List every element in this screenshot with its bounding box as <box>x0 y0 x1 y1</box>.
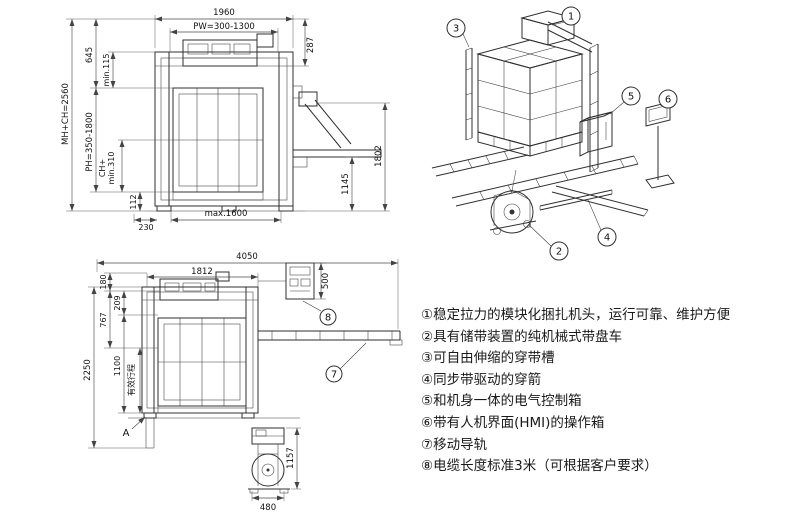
dim-detail-1157: 1157 <box>286 447 296 469</box>
dim-arm-height: 1145 <box>341 173 351 195</box>
legend-list: ①稳定拉力的模块化捆扎机头，运行可靠、维护方便 ②具有储带装置的纯机械式带盘车 … <box>421 305 793 478</box>
callout-4: 4 <box>587 199 617 247</box>
callout-4-circle <box>597 227 617 247</box>
callout-3-circle <box>446 18 466 38</box>
callout-8: 8 <box>302 300 337 326</box>
dim-head-height: 287 <box>306 37 316 53</box>
dim-box-500: 500 <box>321 273 331 289</box>
dim-mid-767: 767 <box>99 312 108 327</box>
callout-5-number: 5 <box>628 92 634 103</box>
detail-a-label: A <box>123 416 146 439</box>
callout-3-number: 3 <box>453 24 459 35</box>
dim-ch-plus: CH+ <box>98 159 107 177</box>
callout-5: 5 <box>609 86 641 115</box>
iso-frame-and-head <box>465 10 599 173</box>
dim-base-112: 112 <box>129 194 138 209</box>
callout-2: 2 <box>528 224 569 261</box>
side-view-machine-drawing <box>128 262 403 449</box>
callout-7-circle <box>325 365 343 383</box>
dim-overall-length: 4050 <box>236 252 258 262</box>
front-view: 1960 PW=300-1300 287 MH+CH=2560 645 min.… <box>61 8 390 232</box>
legend-item-3: ③可自由伸缩的穿带槽 <box>421 350 555 367</box>
front-view-dimensions: 1960 PW=300-1300 287 MH+CH=2560 645 min.… <box>61 8 390 232</box>
callout-6: 6 <box>658 89 678 109</box>
dim-base-230: 230 <box>138 223 153 232</box>
legend-item-5: ⑤和机身一体的电气控制箱 <box>421 393 582 410</box>
iso-electric-cabinet <box>579 111 613 157</box>
dim-pack-height: PH=350-1800 <box>85 112 95 172</box>
dim-top-180: 180 <box>99 274 108 289</box>
iso-hmi-panel <box>645 101 675 189</box>
dim-pallet-width: PW=300-1300 <box>193 22 255 32</box>
callout-6-number: 6 <box>665 95 671 106</box>
dim-min-310: min.310 <box>107 152 116 185</box>
dim-detail-480: 480 <box>260 503 276 513</box>
callout-8-circle <box>319 308 337 326</box>
legend-item-2: ②具有储带装置的纯机械式带盘车 <box>421 328 623 345</box>
callout-4-number: 4 <box>604 233 610 244</box>
dim-total-height: MH+CH=2560 <box>61 83 71 145</box>
legend-item-6: ⑥带有人机界面(HMI)的操作箱 <box>421 414 605 431</box>
callout-5-circle <box>621 86 641 106</box>
callout-2-circle <box>549 241 569 261</box>
legend-item-8: ⑧电缆长度标准3米（可根据客户要求） <box>421 458 658 475</box>
dim-top-209: 209 <box>113 295 122 310</box>
callout-6-circle <box>658 89 678 109</box>
legend-item-4: ④同步带驱动的穿箭 <box>421 371 542 388</box>
detail-a-text: A <box>123 428 130 439</box>
dim-min-top-clearance: min.115 <box>102 54 111 87</box>
dim-chute-height: 1802 <box>374 145 384 167</box>
dim-max-base-width: max.1600 <box>205 209 248 219</box>
legend-item-7: ⑦移动导轨 <box>421 436 488 453</box>
callout-8-number: 8 <box>325 313 331 324</box>
dim-total-2250: 2250 <box>83 359 93 381</box>
dim-effective-stroke: 有效行程 <box>126 364 136 396</box>
callout-1-circle <box>561 6 581 26</box>
iso-load-stack <box>476 39 584 157</box>
dim-mid-1100: 1100 <box>113 356 122 376</box>
isometric-view: 1 3 5 6 4 2 <box>431 6 678 261</box>
dim-frame-length: 1812 <box>191 267 213 277</box>
side-view-dispenser-detail: 1157 480 <box>248 427 301 513</box>
callout-1-number: 1 <box>568 12 574 23</box>
side-view-dimensions: 4050 1812 2250 180 767 209 1100 有效行程 500 <box>83 252 399 449</box>
iso-conveyor-rails <box>431 146 649 217</box>
callout-1: 1 <box>551 6 581 26</box>
iso-strap-reel-cart <box>489 169 537 235</box>
callout-7: 7 <box>325 342 367 383</box>
callout-2-number: 2 <box>556 247 562 258</box>
legend-item-1: ①稳定拉力的模块化捆扎机头，运行可靠、维护方便 <box>421 307 731 323</box>
callout-3: 3 <box>446 18 470 48</box>
dim-overall-width: 1960 <box>213 8 235 18</box>
side-view: 4050 1812 2250 180 767 209 1100 有效行程 500 <box>83 252 403 513</box>
dim-upper-height: 645 <box>85 47 95 63</box>
callout-7-number: 7 <box>331 370 337 381</box>
